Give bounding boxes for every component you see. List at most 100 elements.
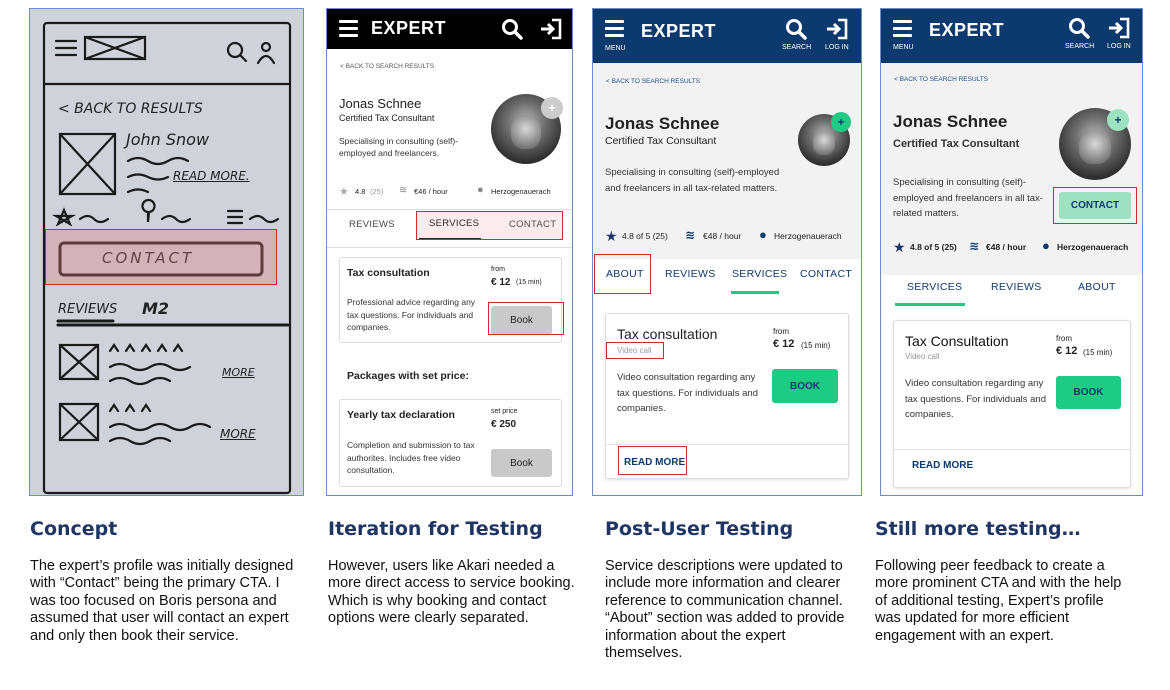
expert-name: Jonas Schnee (605, 114, 720, 133)
read-more-link[interactable]: READ MORE (624, 457, 686, 468)
tab-contact[interactable]: CONTACT (800, 268, 853, 280)
package-book-button[interactable]: Book (491, 449, 552, 477)
login-icon[interactable] (539, 18, 563, 40)
back-link[interactable]: < BACK TO SEARCH RESULTS (606, 78, 701, 85)
package-desc: Completion and submission to tax authori… (347, 440, 475, 475)
add-contact-icon[interactable]: + (831, 112, 851, 132)
service-sub: Video call (905, 352, 940, 361)
search-icon[interactable] (501, 18, 523, 40)
service-from: from (773, 327, 789, 336)
back-link[interactable]: < BACK TO SEARCH RESULTS (340, 63, 435, 70)
tab-services[interactable]: SERVICES (907, 281, 963, 293)
read-more-highlight (618, 446, 687, 475)
coins-icon: ≋ (685, 228, 696, 242)
rating: 4.8 (355, 187, 366, 196)
caption-title: Post-User Testing (605, 518, 794, 540)
service-title: Tax Consultation (905, 333, 1009, 349)
caption-text: The expert’s profile was initially desig… (30, 558, 294, 644)
login-label: LOG IN (825, 44, 849, 51)
concept-sketch-panel: < BACK TO RESULTS John Snow READ MORE. C… (29, 8, 304, 496)
read-more-link[interactable]: READ MORE (912, 460, 974, 471)
add-contact-icon[interactable]: + (1107, 109, 1129, 131)
location: Herzogenauerach (774, 231, 842, 241)
menu-icon[interactable] (339, 20, 358, 41)
service-desc: Professional advice regarding any tax qu… (347, 297, 476, 332)
contact-button[interactable]: CONTACT (1059, 192, 1131, 219)
hourly-price: €48 / hour (703, 231, 742, 241)
contact-highlight (45, 229, 277, 285)
sketch-name: John Snow (126, 130, 210, 149)
login-label: LOG IN (1107, 43, 1131, 50)
tab-about[interactable]: ABOUT (1078, 281, 1116, 293)
video-call-highlight (606, 342, 664, 359)
tab-services[interactable]: SERVICES (429, 218, 480, 229)
app-header: MENU EXPERT SEARCH LOG IN (881, 9, 1142, 63)
about-highlight (594, 254, 651, 294)
tab-reviews[interactable]: REVIEWS (349, 219, 395, 230)
add-contact-icon[interactable]: + (541, 97, 563, 119)
service-sub: Video call (617, 346, 652, 355)
back-link[interactable]: < BACK TO SEARCH RESULTS (894, 76, 989, 83)
expert-role: Certified Tax Consultant (339, 113, 435, 123)
rating-count: (25) (370, 187, 384, 196)
caption-title: Still more testing… (875, 518, 1081, 540)
service-duration: (15 min) (516, 279, 542, 286)
sketch-read-more: READ MORE. (173, 169, 250, 183)
search-icon[interactable] (1068, 17, 1090, 39)
expert-name: Jonas Schnee (339, 96, 422, 111)
sketch-contact-label: CONTACT (102, 249, 195, 267)
iteration-panel: EXPERT < BACK TO SEARCH RESULTS Jonas Sc… (326, 8, 573, 496)
rating: 4.8 of 5 (25) (622, 231, 668, 241)
login-icon[interactable] (1107, 17, 1131, 39)
app-header: EXPERT (327, 9, 572, 49)
menu-icon[interactable] (893, 20, 912, 41)
caption-title: Iteration for Testing (328, 518, 543, 540)
service-title: Tax consultation (617, 326, 718, 342)
location-icon: ● (477, 184, 484, 196)
book-button[interactable]: BOOK (1056, 376, 1121, 409)
service-from: from (491, 266, 505, 273)
login-icon[interactable] (825, 18, 849, 40)
caption-concept: Concept The expert’s profile was initial… (30, 518, 302, 645)
tab-reviews[interactable]: REVIEWS (665, 268, 716, 280)
service-title: Tax consultation (347, 267, 430, 279)
menu-icon[interactable] (605, 20, 624, 41)
caption-title: Concept (30, 518, 118, 540)
tab-reviews[interactable]: REVIEWS (991, 281, 1042, 293)
service-desc: Video consultation regarding any tax que… (905, 378, 1046, 420)
packages-title: Packages with set price: (347, 370, 469, 382)
caption-still-testing: Still more testing… Following peer feedb… (875, 518, 1133, 645)
book-button[interactable]: BOOK (772, 369, 838, 403)
caption-text: However, users like Akari needed a more … (328, 558, 575, 627)
sketch-reviews-count: M2 (142, 299, 170, 318)
service-price: € 12 (1056, 345, 1078, 357)
package-set-price: set price (491, 408, 518, 415)
search-icon[interactable] (785, 18, 807, 40)
hourly-price: €46 / hour (414, 187, 448, 196)
expert-role: Certified Tax Consultant (605, 135, 717, 147)
service-desc: Video consultation regarding any tax que… (617, 372, 758, 414)
post-user-testing-panel: MENU EXPERT SEARCH LOG IN < BACK TO SEAR… (592, 8, 862, 496)
still-more-testing-panel: MENU EXPERT SEARCH LOG IN < BACK TO SEAR… (880, 8, 1143, 496)
expert-bio: Specialising in consulting (self)-employ… (605, 167, 780, 194)
book-button[interactable]: Book (491, 306, 552, 335)
sketch-reviews-label: REVIEWS (58, 302, 118, 317)
expert-avatar (1059, 108, 1131, 180)
expert-name: Jonas Schnee (893, 112, 1008, 131)
sketch-back-link: < BACK TO RESULTS (58, 101, 203, 117)
tab-contact[interactable]: CONTACT (509, 219, 557, 230)
tab-services[interactable]: SERVICES (732, 268, 788, 280)
expert-role: Certified Tax Consultant (893, 138, 1020, 150)
location: Herzogenauerach (491, 187, 551, 196)
coins-icon: ≋ (969, 239, 980, 253)
app-header: MENU EXPERT SEARCH LOG IN (593, 9, 861, 63)
sketch-drawing (30, 9, 303, 495)
app-logo: EXPERT (641, 21, 717, 41)
tab-about[interactable]: ABOUT (606, 268, 644, 280)
star-icon: ★ (339, 186, 349, 198)
service-duration: (15 min) (801, 341, 831, 350)
rating: 4.8 of 5 (25) (910, 242, 957, 252)
caption-text: Service descriptions were updated to inc… (605, 558, 845, 662)
coins-icon: ≋ (399, 185, 408, 196)
star-icon: ★ (605, 228, 618, 244)
